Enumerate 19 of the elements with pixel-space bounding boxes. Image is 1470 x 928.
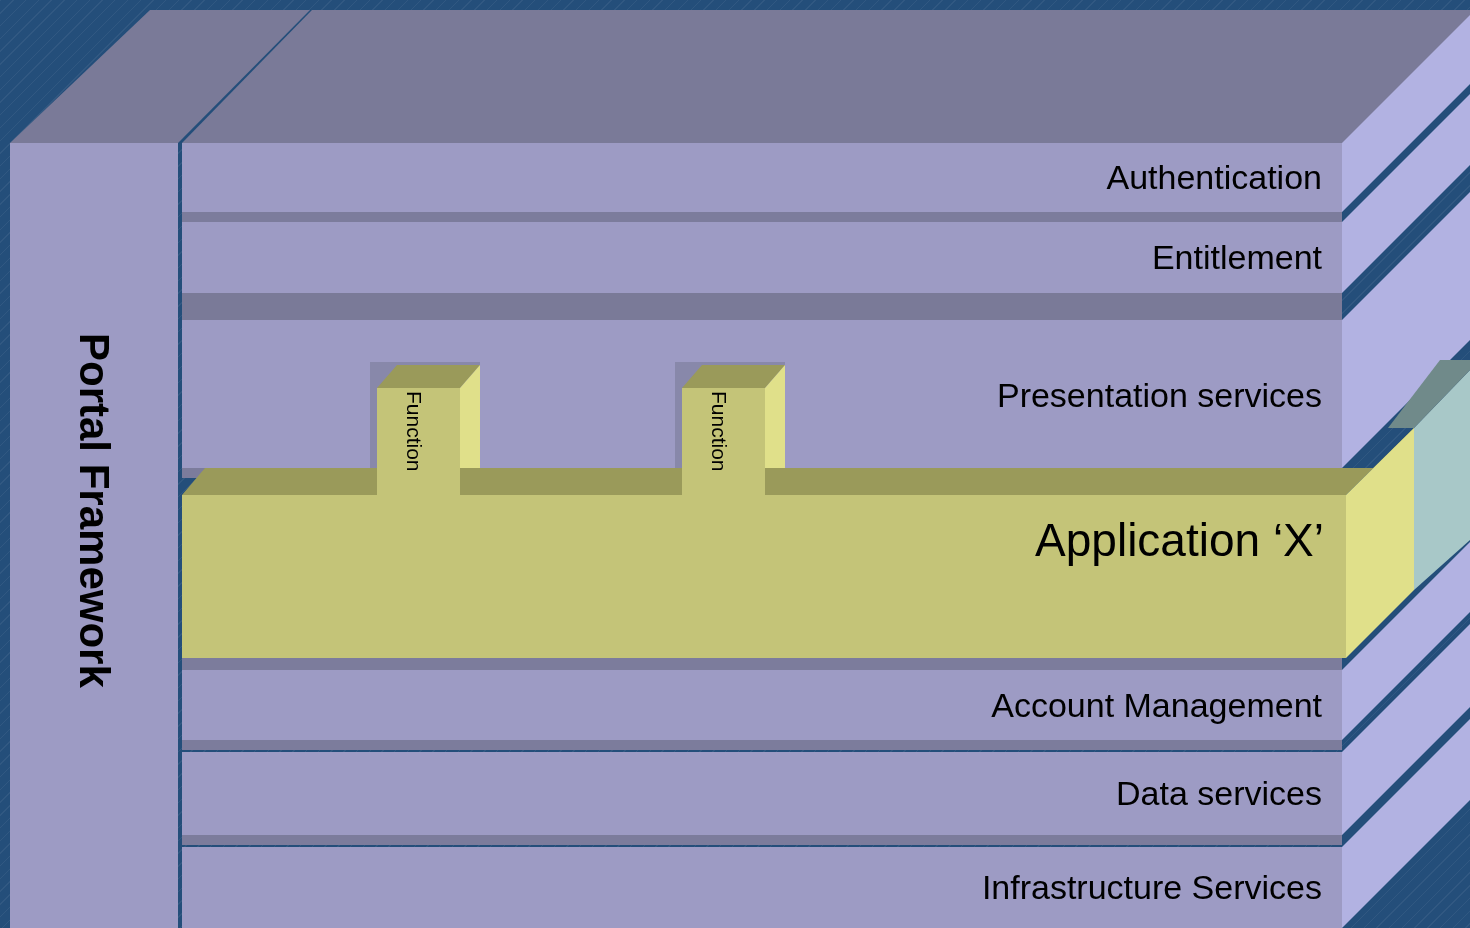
layer-box	[182, 222, 1342, 293]
layer-label: Entitlement	[1151, 238, 1322, 277]
function-block	[377, 388, 460, 495]
layer-label: Data services	[1116, 774, 1322, 813]
framework-column	[10, 143, 178, 928]
layer-label: Presentation services	[996, 376, 1322, 415]
function-label: Function	[707, 391, 731, 472]
layer-box	[182, 143, 1342, 212]
function-block	[682, 388, 765, 495]
application-label: Application ‘X’	[1035, 513, 1324, 567]
framework-label: Portal Framework	[70, 333, 118, 688]
layer-box	[182, 670, 1342, 740]
function-label: Function	[402, 391, 426, 472]
layer-label: Account Management	[991, 685, 1322, 725]
layer-label: Authentication	[1106, 158, 1322, 197]
application-box	[182, 495, 1346, 658]
layer-box	[182, 752, 1342, 835]
layer-label: Infrastructure Services	[981, 868, 1322, 907]
layer-box	[182, 847, 1342, 928]
